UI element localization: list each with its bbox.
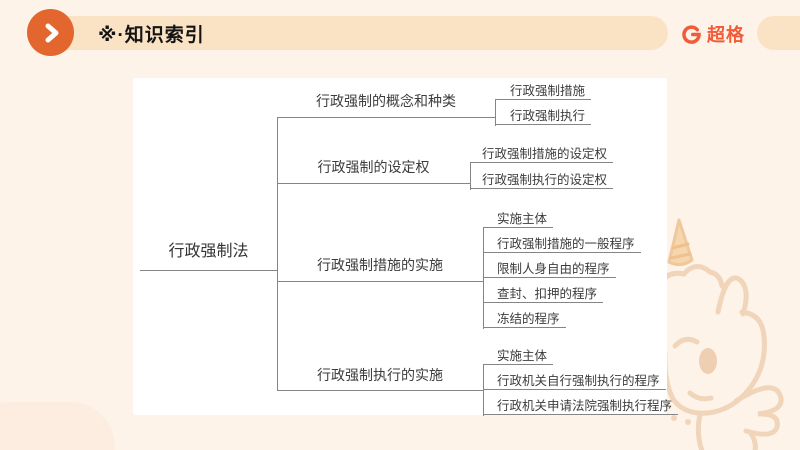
connector-line — [277, 117, 278, 391]
leaf-node: 限制人身自由的程序 — [483, 261, 616, 278]
connector-line — [470, 163, 471, 190]
content-panel — [133, 78, 667, 415]
brand-logo: 超格 — [681, 21, 745, 47]
connector-line — [277, 390, 483, 391]
leaf-node: 冻结的程序 — [483, 311, 566, 328]
branch-node: 行政强制措施的实施 — [317, 257, 443, 273]
branch-node: 行政强制的概念和种类 — [316, 93, 456, 109]
leaf-node: 行政机关自行强制执行的程序 — [483, 373, 666, 390]
brand-name: 超格 — [707, 25, 745, 45]
leaf-node: 行政强制执行的设定权 — [470, 172, 614, 189]
page-title: ※·知识索引 — [98, 24, 205, 46]
connector-line — [495, 100, 496, 126]
connector-line — [483, 228, 484, 329]
leaf-node: 行政强制措施的设定权 — [470, 146, 614, 163]
chevron-right-icon — [45, 23, 58, 42]
connector-line — [277, 281, 483, 282]
connector-line — [277, 183, 470, 184]
leaf-node: 实施主体 — [483, 211, 554, 228]
leaf-node: 行政强制措施的一般程序 — [483, 236, 641, 253]
unicorn-mascot-illustration — [655, 218, 784, 450]
background-blob — [0, 402, 115, 450]
branch-node: 行政强制执行的实施 — [317, 367, 443, 383]
leaf-node: 行政机关申请法院强制执行程序 — [483, 398, 679, 415]
connector-line — [483, 365, 484, 416]
leaf-node: 行政强制执行 — [495, 108, 592, 125]
leaf-node: 实施主体 — [483, 348, 554, 365]
header-capsule: ※·知识索引 — [50, 16, 668, 50]
connector-line — [140, 270, 277, 271]
root-node: 行政强制法 — [168, 243, 249, 260]
chevron-badge — [27, 9, 74, 56]
leaf-node: 行政强制措施 — [495, 83, 592, 100]
leaf-node: 查封、扣押的程序 — [483, 286, 604, 303]
connector-line — [277, 117, 495, 118]
header-capsule-stub — [757, 16, 800, 50]
brand-g-icon — [682, 24, 701, 44]
branch-node: 行政强制的设定权 — [317, 159, 430, 175]
